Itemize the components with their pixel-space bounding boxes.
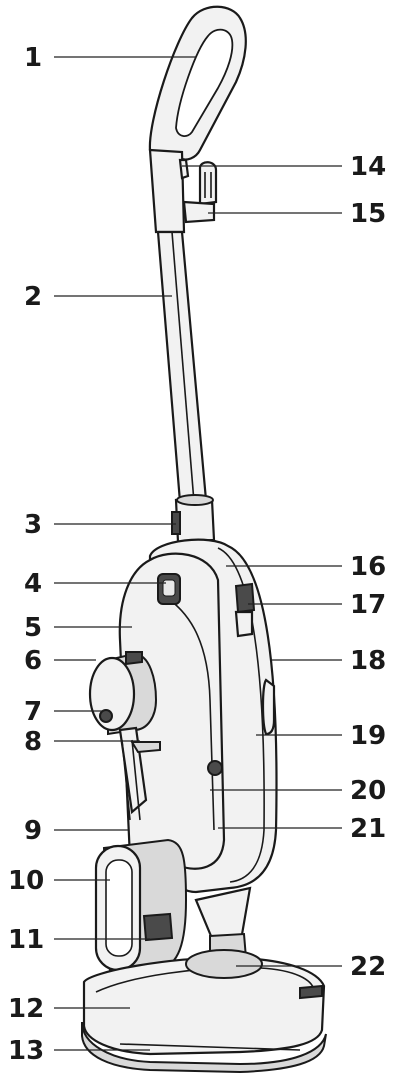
lower-cord-hook xyxy=(182,161,218,224)
callout-8: 8 xyxy=(24,727,42,757)
water-tank xyxy=(118,726,161,821)
callout-labels: 1 2 3 4 5 6 7 8 9 10 11 12 13 14 15 16 1… xyxy=(8,43,386,1066)
callout-21: 21 xyxy=(350,814,386,844)
callout-3: 3 xyxy=(24,510,42,540)
callout-1: 1 xyxy=(24,43,42,73)
pole-collar xyxy=(171,494,216,544)
callout-12: 12 xyxy=(8,994,44,1024)
swivel-neck xyxy=(194,886,252,962)
cartridge xyxy=(94,838,188,974)
callout-22: 22 xyxy=(350,952,386,982)
callout-9: 9 xyxy=(24,816,42,846)
callout-14: 14 xyxy=(350,152,386,182)
front-panel xyxy=(118,552,226,870)
mop-pad xyxy=(81,1021,327,1074)
handle-grip xyxy=(148,5,247,234)
callout-5: 5 xyxy=(24,613,42,643)
callout-20: 20 xyxy=(350,776,386,806)
callout-18: 18 xyxy=(350,646,386,676)
callout-17: 17 xyxy=(350,590,386,620)
callout-6: 6 xyxy=(24,646,42,676)
callout-4: 4 xyxy=(24,569,42,599)
callout-11: 11 xyxy=(8,925,44,955)
tank-cap xyxy=(88,651,158,736)
callout-15: 15 xyxy=(350,199,386,229)
callout-19: 19 xyxy=(350,721,386,751)
callout-13: 13 xyxy=(8,1036,44,1066)
upper-cord-hook xyxy=(178,158,190,180)
callout-16: 16 xyxy=(350,552,386,582)
leader-lines xyxy=(54,56,342,1051)
steam-head-base xyxy=(82,949,326,1056)
indicator-knob xyxy=(207,760,223,776)
callout-10: 10 xyxy=(8,866,44,896)
callout-2: 2 xyxy=(24,282,42,312)
main-pole xyxy=(156,230,208,504)
callout-7: 7 xyxy=(24,697,42,727)
